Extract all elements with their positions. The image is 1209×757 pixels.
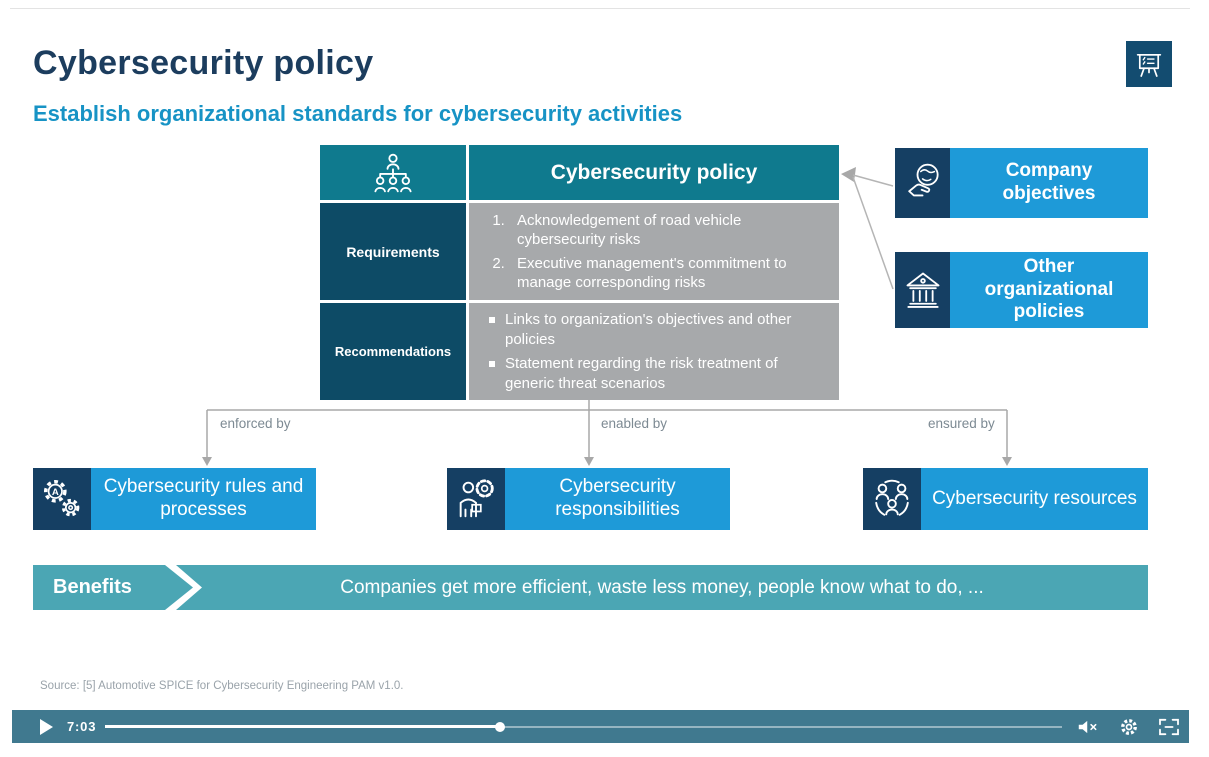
presentation-board-icon (1126, 41, 1172, 87)
hand-globe-icon (895, 148, 950, 218)
requirements-content: Acknowledgement of road vehicle cybersec… (469, 203, 839, 300)
frame-top-divider (10, 8, 1190, 9)
company-objectives-box: Company objectives (950, 148, 1148, 218)
progress-handle[interactable] (495, 721, 506, 732)
benefits-text-bar: Companies get more efficient, waste less… (176, 565, 1148, 610)
recommendation-item: Statement regarding the risk treatment o… (487, 354, 825, 393)
progress-track[interactable] (105, 721, 1062, 732)
recommendations-content: Links to organization's objectives and o… (469, 303, 839, 400)
video-player-controls: 7:03 (12, 710, 1189, 743)
org-chart-icon (320, 145, 466, 200)
connector-label-ensured-by: ensured by (928, 416, 995, 431)
progress-played (105, 725, 501, 728)
svg-text:A: A (52, 487, 59, 498)
other-org-policies-box: Other organizational policies (950, 252, 1148, 328)
time-display: 7:03 (67, 719, 97, 734)
person-gear-icon (447, 468, 505, 530)
fullscreen-icon[interactable] (1156, 714, 1182, 739)
play-button[interactable] (34, 714, 60, 739)
people-circle-icon (863, 468, 921, 530)
requirements-label: Requirements (320, 203, 466, 300)
recommendation-item: Links to organization's objectives and o… (487, 310, 825, 349)
recommendations-label: Recommendations (320, 303, 466, 400)
connector-label-enforced-by: enforced by (220, 416, 291, 431)
cybersecurity-rules-box: Cybersecurity rules and processes (91, 468, 316, 530)
progress-base (105, 725, 1062, 728)
cybersecurity-resources-box: Cybersecurity resources (921, 468, 1148, 530)
muted-speaker-icon[interactable] (1075, 714, 1101, 739)
connector-label-enabled-by: enabled by (601, 416, 668, 431)
bank-building-icon (895, 252, 950, 328)
requirement-item: Acknowledgement of road vehicle cybersec… (509, 211, 825, 250)
requirement-item: Executive management's commitment to man… (509, 254, 825, 293)
settings-gear-icon[interactable] (1116, 714, 1142, 739)
gears-icon: A (33, 468, 91, 530)
diagram-header-title: Cybersecurity policy (469, 145, 839, 200)
source-citation: Source: [5] Automotive SPICE for Cyberse… (40, 680, 404, 692)
benefits-chip: Benefits (33, 565, 193, 610)
page-subtitle: Establish organizational standards for c… (33, 101, 683, 126)
cybersecurity-responsibilities-box: Cybersecurity responsibilities (505, 468, 730, 530)
page-title: Cybersecurity policy (33, 44, 374, 82)
